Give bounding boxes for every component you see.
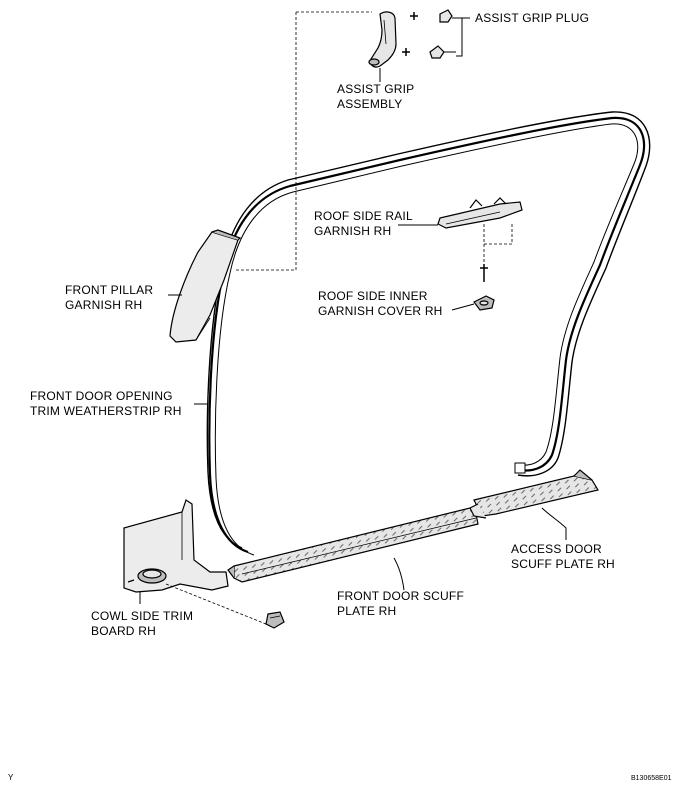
roof-side-inner-cover-part [473, 295, 495, 311]
roof-side-rail-garnish-part [437, 197, 523, 229]
roof-side-rail-leaders [483, 224, 513, 262]
assist-grip-part [368, 9, 462, 68]
label-access-door-scuff-line1: ACCESS DOOR [511, 542, 602, 556]
weatherstrip-part [206, 111, 651, 556]
access-door-scuff-plate-part [469, 469, 599, 519]
assist-grip-plug-bracket [456, 17, 470, 57]
roof-side-inner-leader [451, 303, 475, 311]
label-front-pillar-line2: GARNISH RH [65, 298, 143, 312]
label-weatherstrip-line2: TRIM WEATHERSTRIP RH [30, 404, 182, 418]
label-access-door-scuff-line2: SCUFF PLATE RH [511, 557, 615, 571]
assist-grip-leaders [236, 11, 372, 271]
front-door-scuff-plate-part [227, 507, 479, 583]
label-cowl-side-line2: BOARD RH [91, 624, 156, 638]
clip-leader [165, 583, 267, 625]
front-pillar-garnish-part [169, 229, 242, 343]
access-door-scuff-leader [541, 507, 567, 540]
screw-icon [480, 264, 488, 282]
label-weatherstrip-line1: FRONT DOOR OPENING [30, 389, 173, 403]
label-assist-grip-plug: ASSIST GRIP PLUG [475, 11, 590, 25]
label-roof-side-inner-line2: GARNISH COVER RH [318, 304, 443, 318]
label-front-door-scuff-line1: FRONT DOOR SCUFF [337, 589, 464, 603]
label-assist-grip-assembly-line1: ASSIST GRIP [337, 82, 415, 96]
corner-mark: Y [8, 773, 14, 782]
cowl-side-trim-board-part [123, 499, 229, 593]
label-assist-grip-assembly-line2: ASSEMBLY [337, 97, 403, 111]
label-front-pillar-line1: FRONT PILLAR [65, 283, 154, 297]
figure-code: B130658E01 [631, 775, 672, 782]
label-roof-side-rail-line2: GARNISH RH [314, 224, 392, 238]
label-roof-side-rail-line1: ROOF SIDE RAIL [314, 209, 413, 223]
clip-part [265, 611, 285, 629]
label-front-door-scuff-line2: PLATE RH [337, 604, 397, 618]
label-roof-side-inner-line1: ROOF SIDE INNER [318, 289, 428, 303]
front-door-scuff-leader [393, 557, 405, 591]
label-cowl-side-line1: COWL SIDE TRIM [91, 609, 194, 623]
